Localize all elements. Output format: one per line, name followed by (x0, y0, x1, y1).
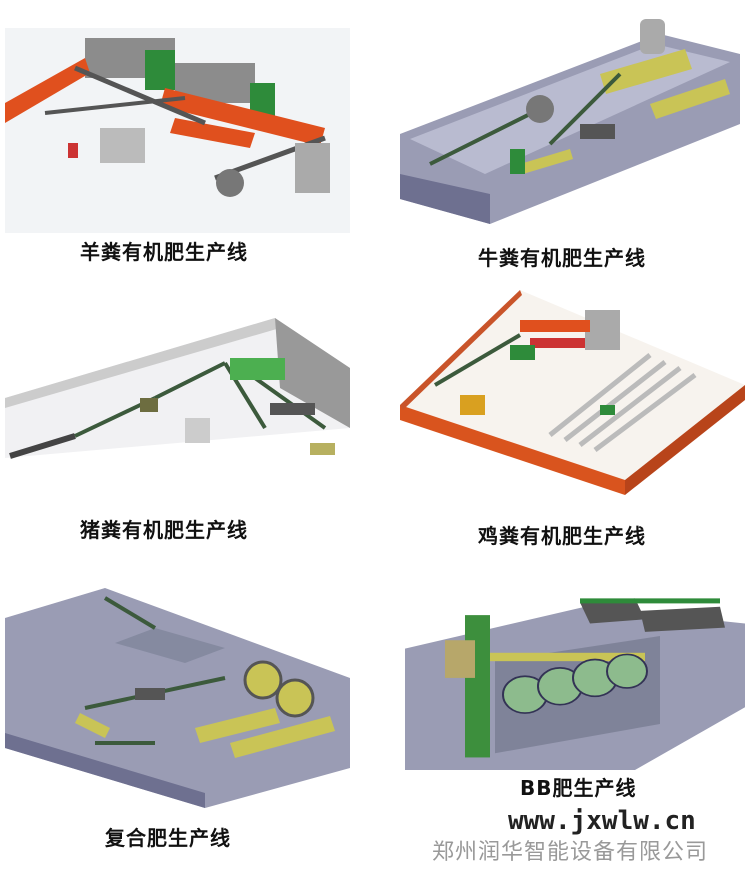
sheep-manure-line-image (5, 28, 350, 233)
chicken-manure-line-image (400, 290, 745, 495)
bb-fertilizer-line-image (405, 590, 745, 770)
url-watermark: www.jxwlw.cn (508, 806, 696, 836)
caption-chicken: 鸡粪有机肥生产线 (478, 524, 646, 548)
caption-cow: 牛粪有机肥生产线 (478, 246, 646, 270)
caption-compound: 复合肥生产线 (105, 826, 231, 850)
pig-manure-line-image (5, 318, 350, 468)
caption-pig: 猪粪有机肥生产线 (80, 518, 248, 542)
company-watermark: 郑州润华智能设备有限公司 (432, 840, 709, 865)
cow-manure-line-image (400, 14, 745, 224)
caption-sheep: 羊粪有机肥生产线 (80, 240, 248, 264)
caption-bb: BB肥生产线 (520, 776, 637, 800)
compound-fertilizer-line-image (5, 588, 350, 808)
